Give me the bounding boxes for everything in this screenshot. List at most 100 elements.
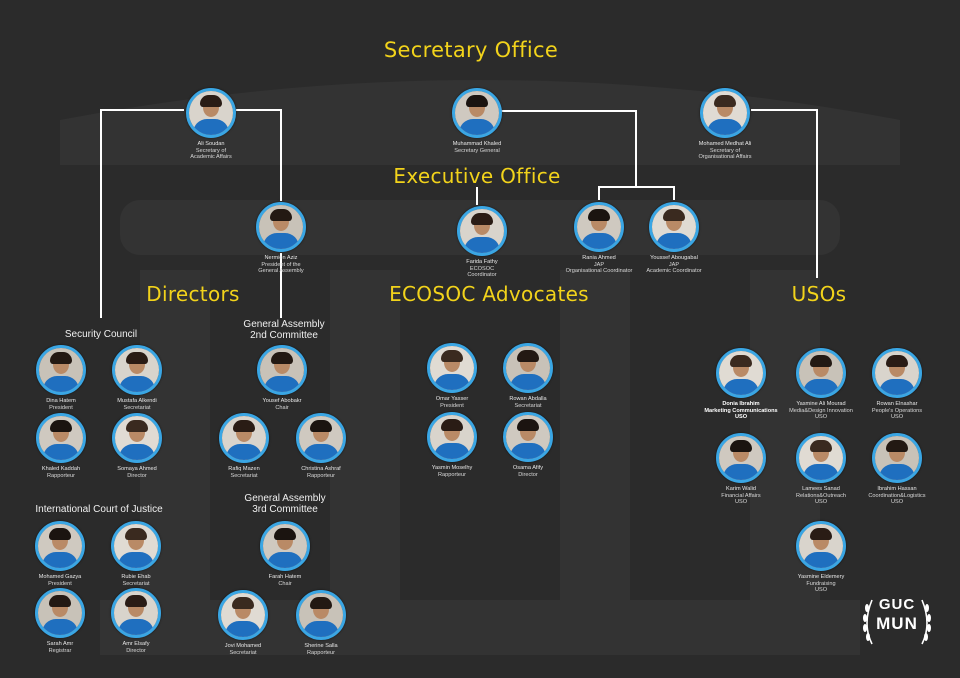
heading-executive-office: Executive Office [393,164,561,188]
member-photo [872,348,922,398]
member-photo [112,345,162,395]
member-role: Rapporteur [307,649,335,656]
member-role: Rapporteur [47,472,75,479]
member-role: People's Operations USO [871,407,923,421]
member-photo [503,412,553,462]
member-name: Mustafa Alkendi [117,398,157,404]
heading-usos: USOs [791,282,847,306]
member-role: Secretariat [123,404,151,411]
logo-line1: GUC [878,596,916,613]
member-role: Director [127,472,147,479]
member-name: Osama Afify [512,465,544,471]
member-role: Relations&Outreach USO [795,492,847,506]
member-photo [872,433,922,483]
member-name: Nermien Aziz [264,255,298,261]
member-name: Khaled Kaddah [41,466,81,472]
member-photo [796,348,846,398]
member-name: Yousef Abobakr [262,398,302,404]
member-role: President of the General Assembly [258,261,304,275]
member-photo [427,412,477,462]
member-role: Secretary of Academic Affairs [190,147,232,161]
member-role: Secretary General [454,147,500,154]
member-photo [503,343,553,393]
member-photo [256,202,306,252]
member-name: Somaya Ahmed [117,466,157,472]
member-role: Secretariat [122,580,150,587]
member-photo [796,521,846,571]
member-photo [296,413,346,463]
member-photo [574,202,624,252]
guc-mun-logo: GUC MUN [858,584,936,662]
member-name: Yasmine Ali Mourad [796,401,846,407]
member-role: Chair [278,580,292,587]
member-photo [457,206,507,256]
member-name: Ibrahim Hassan [877,486,917,492]
member-photo [219,413,269,463]
logo-line2: MUN [876,614,918,633]
committee-ga2: General Assembly 2nd Committee [243,319,325,341]
member-name: Farah Hatem [268,574,302,580]
member-photo [296,590,346,640]
member-role: Media&Design Innovation USO [789,407,853,421]
member-photo [716,433,766,483]
member-name: Ali Soudan [197,141,225,147]
member-role: President [440,402,464,409]
member-role: Rapporteur [307,472,335,479]
member-photo [112,413,162,463]
member-name: Sherine Salla [304,643,338,649]
member-name: Mohamed Gazya [38,574,82,580]
member-name: Jovi Mohamed [224,643,262,649]
member-photo [111,588,161,638]
member-role: Marketing Communications USO [704,407,778,421]
member-role: Secretary of Organisational Affairs [698,147,752,161]
member-role: President [49,404,73,411]
member-photo [186,88,236,138]
member-name: Omar Yasser [435,396,469,402]
member-name: Rafiq Mazen [228,466,260,472]
member-photo [36,413,86,463]
member-photo [218,590,268,640]
member-name: Yasmin Moselhy [431,465,473,471]
member-photo [700,88,750,138]
member-name: Rubie Ehab [121,574,151,580]
member-photo [35,521,85,571]
member-name: Christina Ashraf [301,466,341,472]
heading-secretary-office: Secretary Office [383,38,559,62]
member-photo [427,343,477,393]
member-role: Rapporteur [438,471,466,478]
member-name: Sarah Amr [46,641,74,647]
heading-directors: Directors [146,282,240,306]
member-photo [716,348,766,398]
member-name: Yasmine Eldemery [797,574,845,580]
member-name: Youssef Abougabal [650,255,698,261]
member-name: Mohamed Medhat Ali [698,141,752,147]
member-role: Secretariat [229,649,257,656]
member-photo [260,521,310,571]
member-role: Chair [275,404,289,411]
member-role: Director [126,647,146,654]
